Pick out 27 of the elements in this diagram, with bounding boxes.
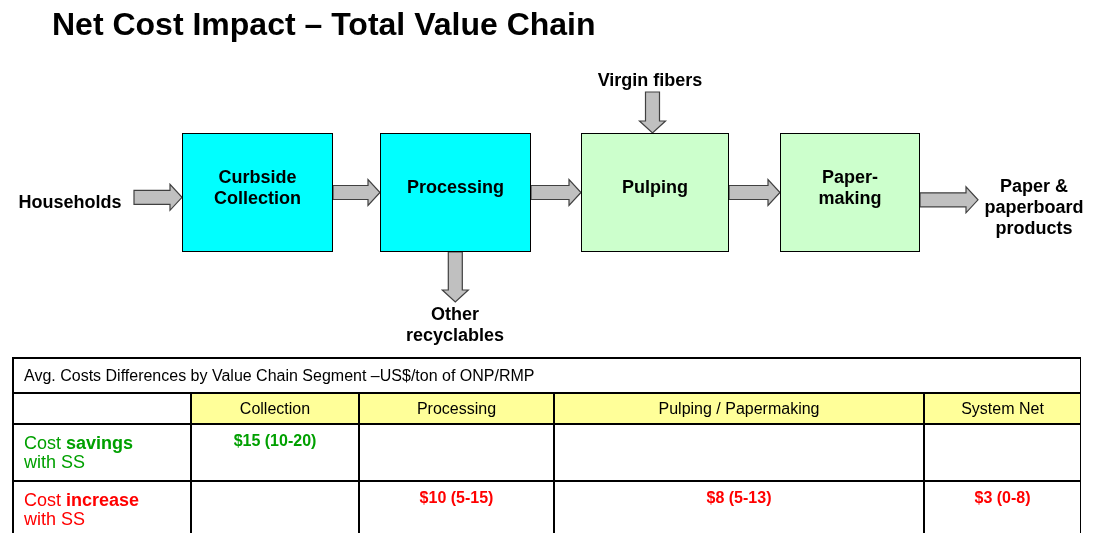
block-arrow xyxy=(530,177,582,208)
block-arrow xyxy=(440,251,470,303)
row-header: Cost increase with SS xyxy=(13,481,191,533)
source-label: Households xyxy=(6,190,134,214)
block-arrow xyxy=(919,185,979,215)
process-box: Pulping xyxy=(581,133,729,252)
value-cell: $8 (5-13) xyxy=(554,481,924,533)
value-cell: $15 (10-20) xyxy=(191,424,359,481)
title: Net Cost Impact – Total Value Chain xyxy=(52,6,596,43)
value-cell: $10 (5-15) xyxy=(359,481,554,533)
block-arrow xyxy=(133,182,183,212)
process-box: Processing xyxy=(380,133,531,252)
input-label: Virgin fibers xyxy=(582,68,718,92)
column-header: System Net xyxy=(924,393,1081,424)
value-cell: $3 (0-8) xyxy=(924,481,1081,533)
block-arrow xyxy=(332,177,381,208)
row-header: Cost savings with SS xyxy=(13,424,191,481)
column-header: Processing xyxy=(359,393,554,424)
block-arrow xyxy=(637,91,668,134)
output-label: Paper & paperboard products xyxy=(978,172,1090,242)
column-header: Collection xyxy=(191,393,359,424)
column-header: Pulping / Papermaking xyxy=(554,393,924,424)
process-box: Curbside Collection xyxy=(182,133,333,252)
block-arrow xyxy=(728,177,781,208)
process-box: Paper-making xyxy=(780,133,920,252)
table-title: Avg. Costs Differences by Value Chain Segment –US$/ton of ONP/RMP xyxy=(13,358,1081,393)
output-label: Other recyclables xyxy=(388,302,522,348)
